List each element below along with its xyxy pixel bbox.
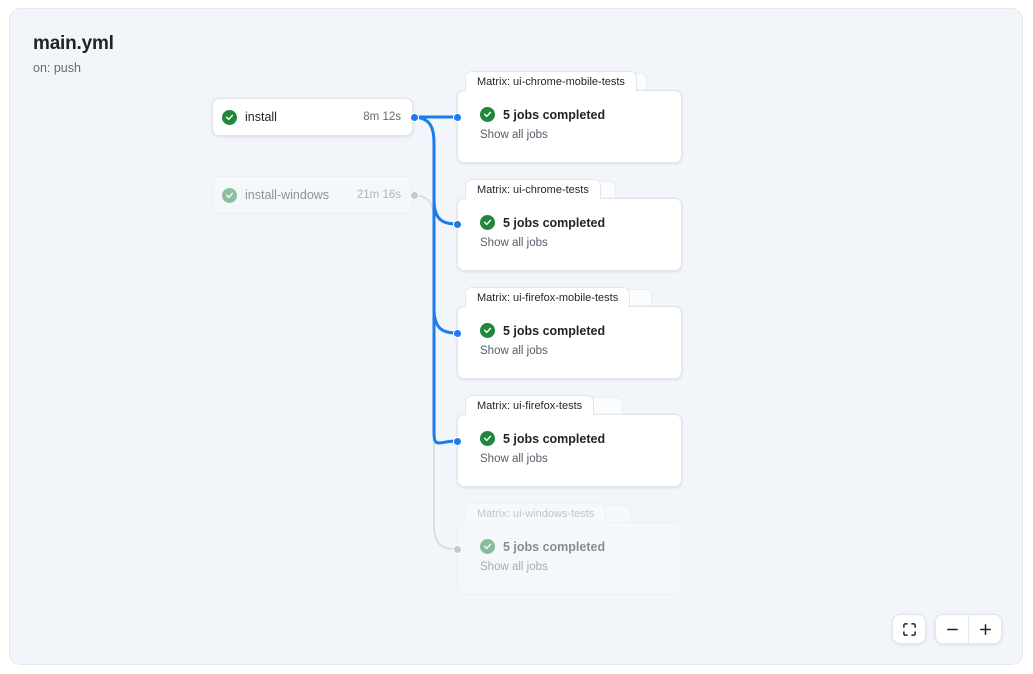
matrix-summary-label: 5 jobs completed [503, 431, 606, 446]
target-handle-ui-windows-tests[interactable] [453, 545, 462, 554]
source-handle-install[interactable] [410, 113, 419, 122]
success-check-icon [222, 109, 237, 125]
matrix-body[interactable]: 5 jobs completed Show all jobs [457, 414, 682, 487]
zoom-control [935, 614, 1002, 644]
matrix-body[interactable]: 5 jobs completed Show all jobs [457, 306, 682, 379]
matrix-summary-label: 5 jobs completed [503, 323, 606, 338]
edge-install-to-firefox-mobile-tests [432, 306, 458, 335]
target-handle-ui-firefox-mobile-tests[interactable] [453, 329, 462, 338]
show-all-jobs-link[interactable]: Show all jobs [480, 237, 548, 249]
edge-install-to-chrome-tests [432, 197, 458, 226]
show-all-jobs-link[interactable]: Show all jobs [480, 453, 548, 465]
matrix-summary-label: 5 jobs completed [503, 215, 606, 230]
edge-install-trunk [410, 115, 458, 445]
plus-icon [979, 623, 991, 635]
matrix-tab-label[interactable]: Matrix: ui-firefox-mobile-tests [465, 287, 631, 307]
matrix-summary-row: 5 jobs completed [480, 215, 681, 230]
job-node-install[interactable]: install 8m 12s [212, 98, 413, 136]
job-duration-label: 8m 12s [363, 111, 401, 123]
job-duration-label: 21m 16s [356, 189, 401, 201]
matrix-body[interactable]: 5 jobs completed Show all jobs [457, 198, 682, 271]
job-name-label: install [245, 110, 277, 124]
fit-view-control [892, 614, 926, 644]
zoom-in-button[interactable] [969, 615, 1001, 643]
control-divider [968, 615, 969, 643]
target-handle-ui-chrome-tests[interactable] [453, 220, 462, 229]
fit-view-button[interactable] [893, 615, 925, 643]
success-check-icon [480, 431, 495, 446]
matrix-summary-row: 5 jobs completed [480, 539, 681, 554]
matrix-tab-label[interactable]: Matrix: ui-firefox-tests [465, 395, 595, 415]
matrix-tab-label[interactable]: Matrix: ui-windows-tests [465, 503, 607, 523]
matrix-body[interactable]: 5 jobs completed Show all jobs [457, 90, 682, 163]
workflow-title: main.yml [33, 33, 114, 54]
show-all-jobs-link[interactable]: Show all jobs [480, 561, 548, 573]
success-check-icon [480, 215, 495, 230]
matrix-tab-label[interactable]: Matrix: ui-chrome-tests [465, 179, 601, 199]
show-all-jobs-link[interactable]: Show all jobs [480, 129, 548, 141]
zoom-out-button[interactable] [936, 615, 968, 643]
success-check-icon [480, 107, 495, 122]
job-node-install-windows[interactable]: install-windows 21m 16s [212, 176, 413, 214]
target-handle-ui-chrome-mobile-tests[interactable] [453, 113, 462, 122]
target-handle-ui-firefox-tests[interactable] [453, 437, 462, 446]
source-handle-install-windows[interactable] [410, 191, 419, 200]
workflow-header: main.yml on: push [33, 32, 114, 77]
fit-view-icon [902, 622, 916, 636]
matrix-summary-row: 5 jobs completed [480, 323, 681, 338]
matrix-tab-label[interactable]: Matrix: ui-chrome-mobile-tests [465, 71, 637, 91]
matrix-summary-label: 5 jobs completed [503, 539, 606, 554]
success-check-icon [222, 187, 237, 203]
matrix-summary-row: 5 jobs completed [480, 431, 681, 446]
success-check-icon [480, 539, 495, 554]
success-check-icon [480, 323, 495, 338]
graph-controls [892, 614, 1002, 644]
edge-install-windows-to-windows-tests [411, 194, 457, 550]
job-name-label: install-windows [245, 188, 330, 202]
workflow-graph-canvas[interactable]: main.yml on: push install 8m 12s [9, 8, 1023, 665]
show-all-jobs-link[interactable]: Show all jobs [480, 345, 548, 357]
minus-icon [946, 628, 958, 630]
matrix-summary-row: 5 jobs completed [480, 107, 681, 122]
matrix-summary-label: 5 jobs completed [503, 107, 606, 122]
workflow-trigger: on: push [33, 61, 81, 75]
matrix-body[interactable]: 5 jobs completed Show all jobs [457, 522, 682, 595]
